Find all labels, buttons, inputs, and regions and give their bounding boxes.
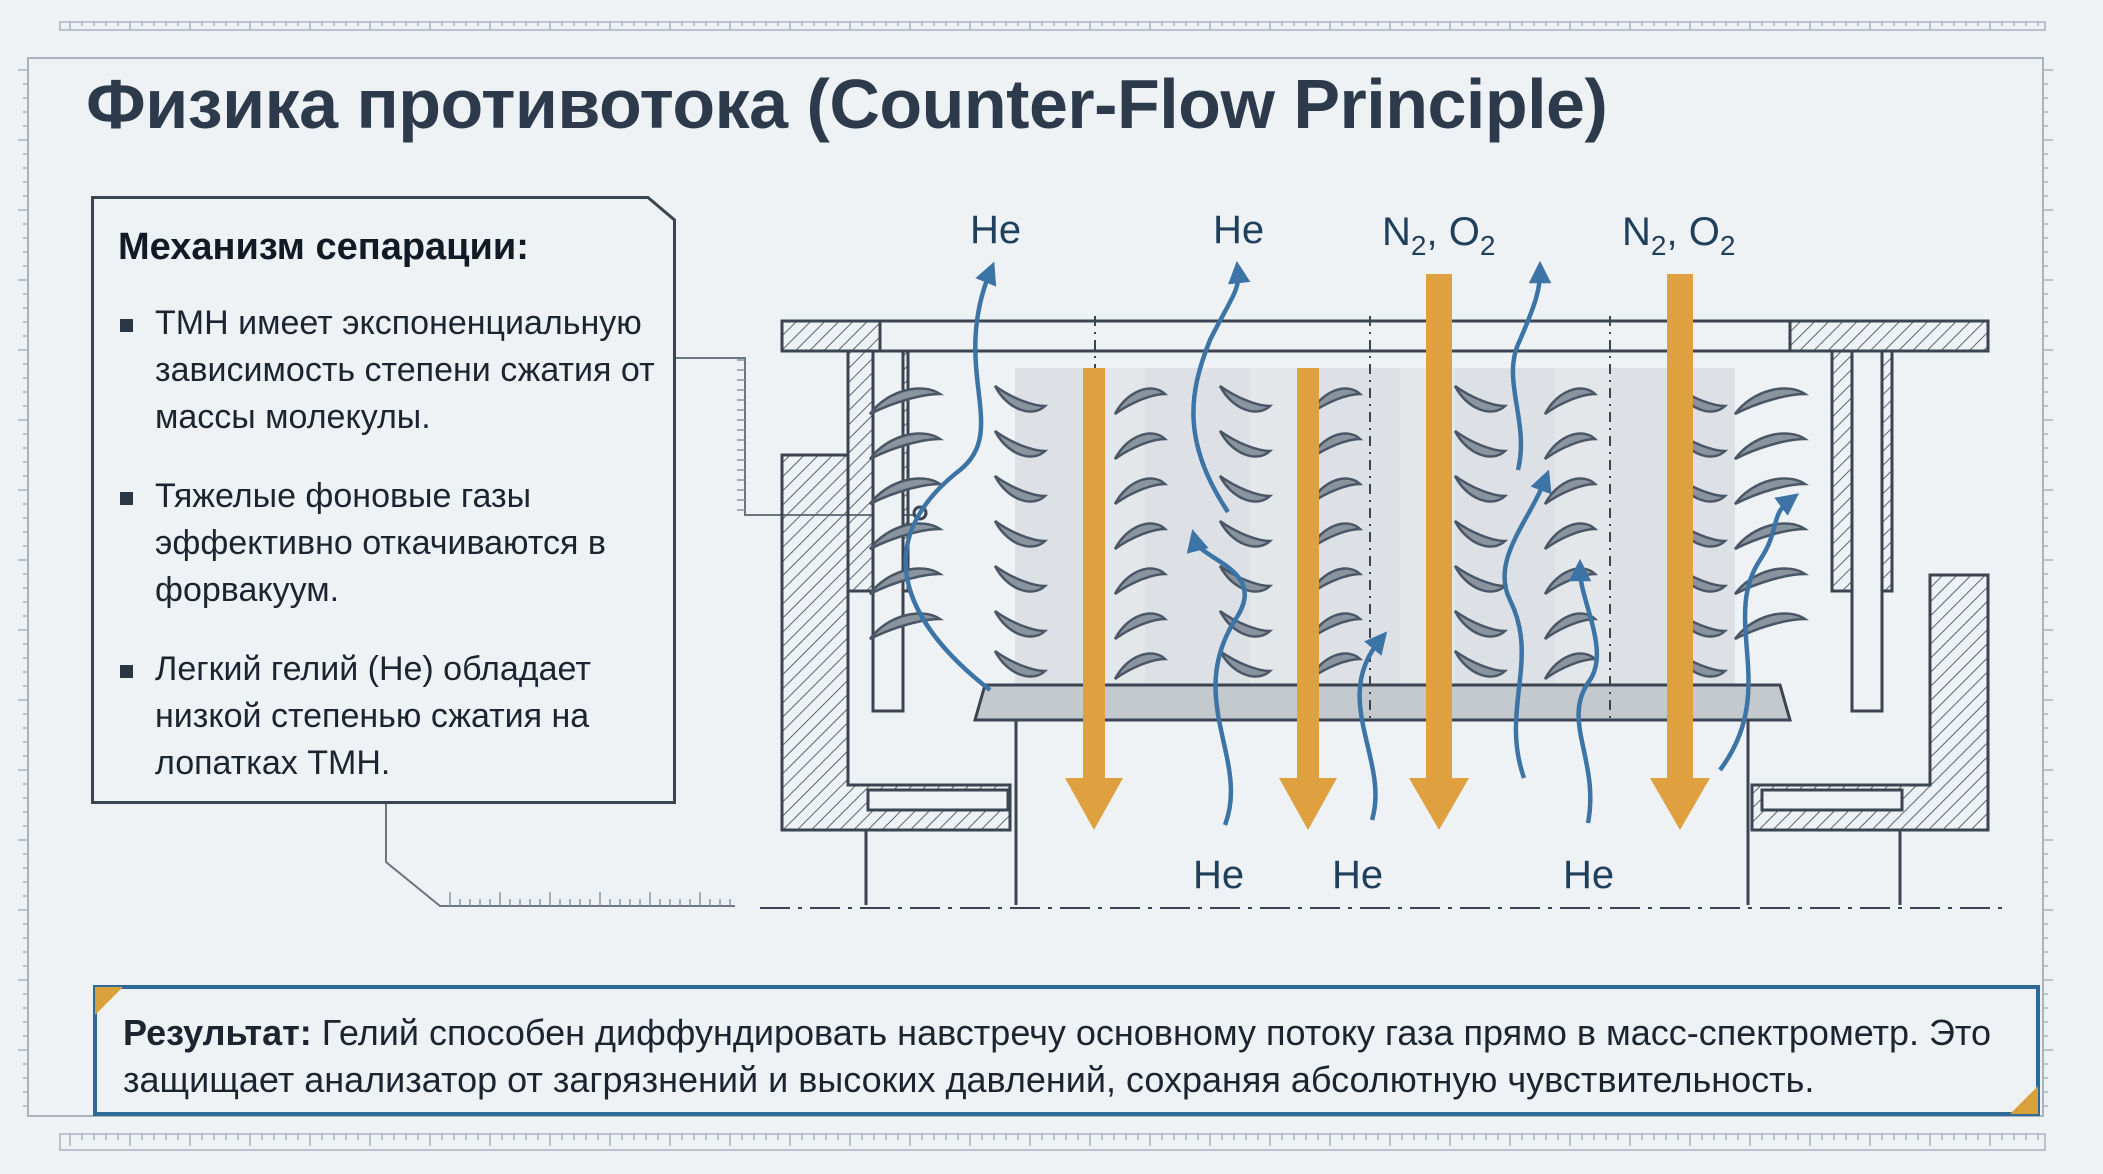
- turbine-blade: [1543, 387, 1599, 416]
- helium-arrow: [1718, 493, 1799, 772]
- turbine-blade: [1113, 567, 1169, 596]
- helium-arrow: [1510, 260, 1552, 471]
- turbine-blade: [1113, 652, 1169, 681]
- turbine-blade: [1218, 429, 1274, 458]
- corner-accent: [2010, 1086, 2038, 1114]
- turbine-blade: [1733, 387, 1810, 416]
- mechanism-bullet: ТМН имеет экспоненциальную зависимость с…: [118, 300, 678, 441]
- bottom-gas-label: He: [1563, 853, 1614, 897]
- top-gas-label: N2, O2: [1382, 210, 1495, 261]
- turbine-blade: [1453, 609, 1509, 638]
- turbine-blade: [993, 609, 1049, 638]
- helium-arrows: [903, 260, 1799, 826]
- turbine-blade: [868, 432, 945, 461]
- result-text: Результат: Гелий способен диффундировать…: [123, 1009, 2023, 1103]
- turbine-blade: [1733, 612, 1810, 641]
- turbine-blade: [1218, 474, 1274, 503]
- heavy-gas-arrow: [1279, 368, 1337, 830]
- mechanism-panel: Механизм сепарации: ТМН имеет экспоненци…: [91, 196, 676, 804]
- heavy-gas-arrow: [1409, 274, 1469, 830]
- mechanism-bullet-list: ТМН имеет экспоненциальную зависимость с…: [118, 300, 678, 819]
- top-gas-label: He: [970, 208, 1021, 252]
- mechanism-panel-frame: [91, 196, 676, 804]
- heavy-gas-arrow: [1650, 274, 1710, 830]
- turbine-blade: [1453, 649, 1509, 678]
- turbine-blade: [993, 649, 1049, 678]
- turbine-blade: [1308, 387, 1364, 416]
- bottom-gas-label: He: [1332, 853, 1383, 897]
- page-title: Физика противотока (Counter-Flow Princip…: [86, 65, 1608, 143]
- turbine-blade: [1308, 477, 1364, 506]
- turbine-blade: [868, 522, 945, 551]
- mechanism-bullet: Легкий гелий (Не) обладает низкой степен…: [118, 646, 678, 787]
- heavy-gas-arrow: [1065, 368, 1123, 830]
- top-gas-label: N2, O2: [1622, 210, 1735, 261]
- turbine-blade: [1308, 432, 1364, 461]
- turbine-blade: [1113, 432, 1169, 461]
- helium-arrow: [1186, 529, 1247, 826]
- helium-arrow: [1502, 469, 1552, 779]
- gas-labels: He He N2, O2 N2, O2 He He He: [970, 208, 1735, 897]
- turbine-blade: [1733, 522, 1810, 551]
- helium-arrow: [903, 261, 997, 692]
- turbine-blade: [1543, 612, 1599, 641]
- turbine-blade: [993, 429, 1049, 458]
- helium-arrow: [1568, 558, 1600, 824]
- turbine-blade: [1453, 474, 1509, 503]
- turbine-blade: [1308, 522, 1364, 551]
- turbine-blade: [1733, 432, 1810, 461]
- turbine-blade: [993, 519, 1049, 548]
- turbine-blade: [1113, 387, 1169, 416]
- turbine-blade: [1218, 384, 1274, 413]
- turbine-blade: [1308, 567, 1364, 596]
- turbine-blade: [1218, 519, 1274, 548]
- mechanism-bullet: Тяжелые фоновые газы эффективно откачива…: [118, 473, 678, 614]
- turbine-blade: [1453, 429, 1509, 458]
- turbine-blade: [1733, 477, 1810, 506]
- turbine-blade: [1543, 477, 1599, 506]
- helium-arrow: [1191, 260, 1251, 514]
- turbine-blade: [993, 384, 1049, 413]
- result-panel: Результат: Гелий способен диффундировать…: [93, 985, 2040, 1116]
- result-body: Гелий способен диффундировать навстречу …: [123, 1012, 1992, 1100]
- corner-accent: [95, 987, 123, 1015]
- result-label: Результат:: [123, 1012, 312, 1053]
- pump-housing: [780, 319, 1990, 905]
- top-gas-label: He: [1213, 208, 1264, 252]
- turbine-blade: [1113, 612, 1169, 641]
- turbine-blade: [868, 387, 945, 416]
- turbine-blade: [1218, 649, 1274, 678]
- turbine-blade: [993, 474, 1049, 503]
- turbine-blade: [993, 564, 1049, 593]
- turbine-blade: [1543, 432, 1599, 461]
- helium-arrow: [1357, 631, 1388, 821]
- turbine-blade: [868, 477, 945, 506]
- bottom-gas-label: He: [1193, 853, 1244, 897]
- mechanism-heading: Механизм сепарации:: [118, 226, 529, 268]
- turbine-blade: [1453, 519, 1509, 548]
- turbine-blade: [1308, 612, 1364, 641]
- turbine-blade: [1453, 384, 1509, 413]
- turbine-blade: [1113, 522, 1169, 551]
- heavy-gas-arrows: [1065, 274, 1710, 830]
- turbine-blade: [1308, 652, 1364, 681]
- turbine-blade: [868, 567, 945, 596]
- turbine-blade: [1113, 477, 1169, 506]
- turbine-blade: [1543, 522, 1599, 551]
